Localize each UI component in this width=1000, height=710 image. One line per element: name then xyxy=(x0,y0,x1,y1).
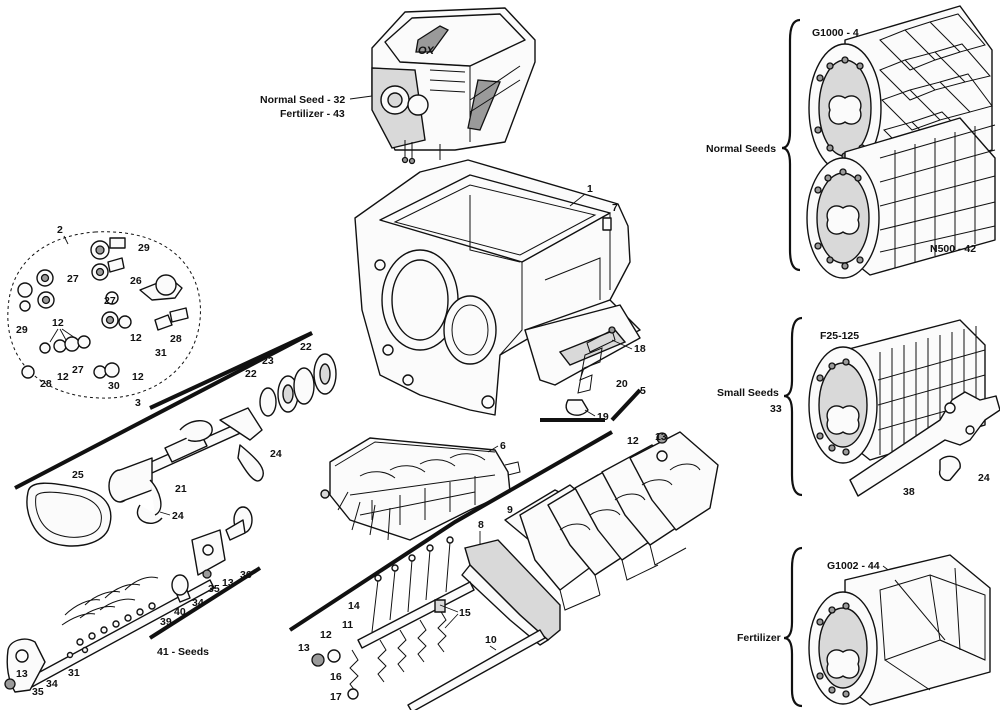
shaft-assembly xyxy=(108,353,337,524)
label-fertilizer: Fertilizer xyxy=(737,632,781,644)
label-g1000: G1000 - 4 xyxy=(812,27,859,39)
callout-30: 30 xyxy=(108,380,120,392)
callout-36b: 35 xyxy=(32,686,44,698)
callout-21: 21 xyxy=(175,483,187,495)
assembled-metering-unit: OX xyxy=(371,7,536,165)
callout-13c: 13 xyxy=(298,642,310,654)
callout-12c: 12 xyxy=(57,371,69,383)
callout-6: 6 xyxy=(500,440,506,452)
roller-segments xyxy=(504,431,719,611)
callout-27c: 27 xyxy=(72,364,84,376)
callout-12e: 12 xyxy=(320,629,332,641)
callout-18: 18 xyxy=(634,343,646,355)
callout-28a: 28 xyxy=(170,333,182,345)
spring-piston-group xyxy=(311,536,561,710)
scraper-plate xyxy=(849,391,1000,497)
callout-19: 19 xyxy=(597,411,609,423)
callout-10: 10 xyxy=(485,634,497,646)
bearing-kit-group xyxy=(7,231,201,399)
label-41-seeds: 41 - Seeds xyxy=(157,646,209,658)
callout-36a: 35 xyxy=(208,583,220,595)
callout-13b: 13 xyxy=(16,668,28,680)
callout-13d: 13 xyxy=(655,431,667,443)
label-fertilizer-variant: Fertilizer - 43 xyxy=(280,108,345,120)
callout-11: 11 xyxy=(342,619,353,631)
brace-small-seeds xyxy=(783,316,803,497)
label-normal-seed: Normal Seed - 32 xyxy=(260,94,345,106)
label-normal-seeds: Normal Seeds xyxy=(706,143,776,155)
callout-26: 26 xyxy=(130,275,142,287)
roller-n500 xyxy=(806,117,996,279)
callout-8: 8 xyxy=(478,519,484,531)
callout-37: 36 xyxy=(240,569,252,581)
brand-mark: OX xyxy=(418,45,435,57)
callout-5: 5 xyxy=(640,385,646,397)
callout-7: 7 xyxy=(612,202,618,214)
group-bar-41 xyxy=(148,566,262,640)
callout-1: 1 xyxy=(587,183,593,195)
callout-16: 16 xyxy=(330,671,342,683)
brace-fertilizer xyxy=(783,546,803,708)
callout-12d: 12 xyxy=(132,371,144,383)
callout-28b: 28 xyxy=(40,378,52,390)
callout-3: 3 xyxy=(135,397,141,409)
callout-29b: 29 xyxy=(16,324,28,336)
callout-25: 25 xyxy=(72,469,84,481)
callout-39: 39 xyxy=(160,616,172,628)
callout-12f: 12 xyxy=(627,435,639,447)
callout-38: 38 xyxy=(903,486,915,498)
label-small-seeds-33: 33 xyxy=(770,403,782,415)
main-housing xyxy=(354,159,641,416)
callout-17: 17 xyxy=(330,691,342,703)
callout-31: 31 xyxy=(155,347,167,359)
label-f25: F25-125 xyxy=(820,330,859,342)
callout-22b: 22 xyxy=(245,368,257,380)
label-small-seeds: Small Seeds xyxy=(717,387,779,399)
callout-27a: 27 xyxy=(67,273,79,285)
callout-15: 15 xyxy=(459,607,471,619)
dosing-insert-6 xyxy=(320,437,521,541)
roller-g1002 xyxy=(808,554,991,706)
callout-35a: 34 xyxy=(192,597,204,609)
callout-12a: 12 xyxy=(52,317,64,329)
callout-24b: 24 xyxy=(172,510,184,522)
callout-22a: 22 xyxy=(300,341,312,353)
callout-27b: 27 xyxy=(104,295,116,307)
label-g1002: G1002 - 44 xyxy=(827,560,880,572)
callout-20: 20 xyxy=(616,378,628,390)
brace-normal-seeds xyxy=(781,18,801,272)
callout-35b: 34 xyxy=(46,678,58,690)
lower-drive-shaft xyxy=(4,506,253,693)
callout-14: 14 xyxy=(348,600,360,612)
callout-40: 40 xyxy=(174,606,186,618)
callout-9: 9 xyxy=(507,504,513,516)
callout-12b: 12 xyxy=(130,332,142,344)
callout-29a: 29 xyxy=(138,242,150,254)
label-n500: N500 - 42 xyxy=(930,243,976,255)
callout-24c: 24 xyxy=(978,472,990,484)
group-bar-3 xyxy=(14,331,313,490)
drive-belt xyxy=(26,482,112,547)
callout-24a: 24 xyxy=(270,448,282,460)
callout-23: 23 xyxy=(262,355,274,367)
group-bar-lower xyxy=(288,430,613,632)
flap-assembly xyxy=(524,304,641,416)
callout-34: 31 xyxy=(68,667,80,679)
callout-13a: 13 xyxy=(222,577,234,589)
callout-2: 2 xyxy=(57,224,63,236)
